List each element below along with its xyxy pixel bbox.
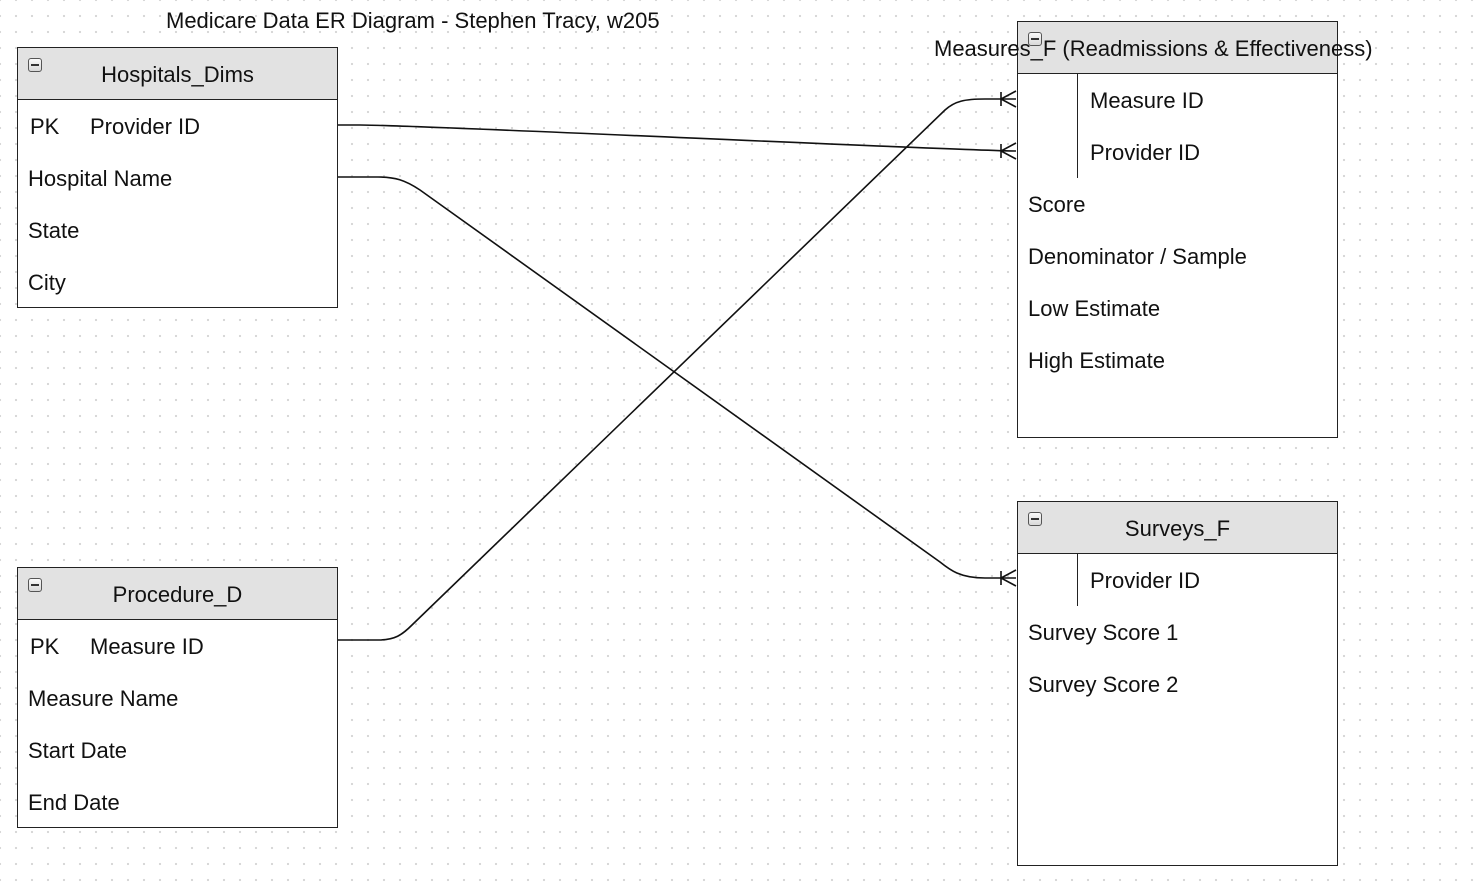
collapse-icon[interactable] <box>28 578 42 592</box>
attribute-row[interactable]: Measure Name <box>18 672 337 724</box>
pk-label: PK <box>30 634 60 659</box>
attribute-row[interactable]: End Date <box>18 776 337 828</box>
attribute-row[interactable]: State <box>18 204 337 256</box>
entity-header[interactable]: Hospitals_Dims <box>18 48 337 100</box>
key-row[interactable]: Provider ID <box>1018 554 1337 606</box>
relationship-hospital-measures[interactable] <box>338 124 1017 152</box>
diagram-title: Medicare Data ER Diagram - Stephen Tracy… <box>166 8 660 33</box>
attribute-name: City <box>28 270 66 295</box>
crowfoot-icon <box>999 569 1017 587</box>
attribute-row[interactable]: High Estimate <box>1018 334 1337 386</box>
collapse-icon[interactable] <box>1028 32 1042 46</box>
attribute-name: Start Date <box>28 738 128 763</box>
attribute-name: Denominator / Sample <box>1028 244 1247 269</box>
attribute-name: Score <box>1028 192 1086 217</box>
entity-header[interactable] <box>1018 22 1337 74</box>
attribute-name: Survey Score 2 <box>1028 672 1179 697</box>
attribute-name: State <box>28 218 80 243</box>
attribute-name: High Estimate <box>1028 348 1165 373</box>
entity-surveys-f[interactable]: Surveys_F Provider ID Survey Score 1 Sur… <box>1017 501 1338 866</box>
collapse-icon[interactable] <box>28 58 42 72</box>
entity-measures-f[interactable]: Measure ID Provider ID Score Denominator… <box>1017 21 1338 438</box>
entity-header[interactable]: Procedure_D <box>18 568 337 620</box>
collapse-icon[interactable] <box>1028 512 1042 526</box>
pk-row[interactable]: PK Measure ID <box>18 620 337 672</box>
pk-row[interactable]: PK Provider ID <box>18 100 337 152</box>
relationship-hospital-surveys[interactable] <box>338 176 1016 579</box>
attribute-row[interactable]: Score <box>1018 178 1337 230</box>
key-attribute: Provider ID <box>1090 140 1201 165</box>
entity-hospitals-dims[interactable]: Hospitals_Dims PK Provider ID Hospital N… <box>17 47 338 308</box>
attribute-name: Measure Name <box>28 686 179 711</box>
attribute-name: Hospital Name <box>28 166 173 191</box>
pk-attribute: Provider ID <box>90 114 201 139</box>
entity-name: Procedure_D <box>112 582 243 607</box>
attribute-row[interactable]: Low Estimate <box>1018 282 1337 334</box>
attribute-row[interactable]: Survey Score 1 <box>1018 606 1337 658</box>
attribute-row[interactable]: Denominator / Sample <box>1018 230 1337 282</box>
entity-header[interactable]: Surveys_F <box>1018 502 1337 554</box>
key-row[interactable]: Measure ID <box>1018 74 1337 126</box>
attribute-name: Low Estimate <box>1028 296 1161 321</box>
pk-label: PK <box>30 114 60 139</box>
key-row[interactable]: Provider ID <box>1018 126 1337 178</box>
attribute-row[interactable]: City <box>18 256 337 308</box>
crowfoot-icon <box>999 90 1017 108</box>
key-attribute: Measure ID <box>1090 88 1204 113</box>
entity-name-measures-f: Measures_F (Readmissions & Effectiveness… <box>934 36 1373 61</box>
crowfoot-icon <box>999 142 1017 160</box>
entity-name: Surveys_F <box>1124 516 1231 541</box>
attribute-name: End Date <box>28 790 120 815</box>
attribute-row[interactable]: Start Date <box>18 724 337 776</box>
key-divider <box>1077 554 1078 606</box>
entity-procedure-d[interactable]: Procedure_D PK Measure ID Measure Name S… <box>17 567 338 828</box>
attribute-row[interactable]: Hospital Name <box>18 152 337 204</box>
entity-name: Hospitals_Dims <box>101 62 254 87</box>
key-attribute: Provider ID <box>1090 568 1201 593</box>
attribute-name: Survey Score 1 <box>1028 620 1179 645</box>
key-divider <box>1077 74 1078 178</box>
attribute-row[interactable]: Survey Score 2 <box>1018 658 1337 710</box>
relationship-procedure-measures[interactable] <box>338 98 1016 641</box>
pk-attribute: Measure ID <box>90 634 204 659</box>
